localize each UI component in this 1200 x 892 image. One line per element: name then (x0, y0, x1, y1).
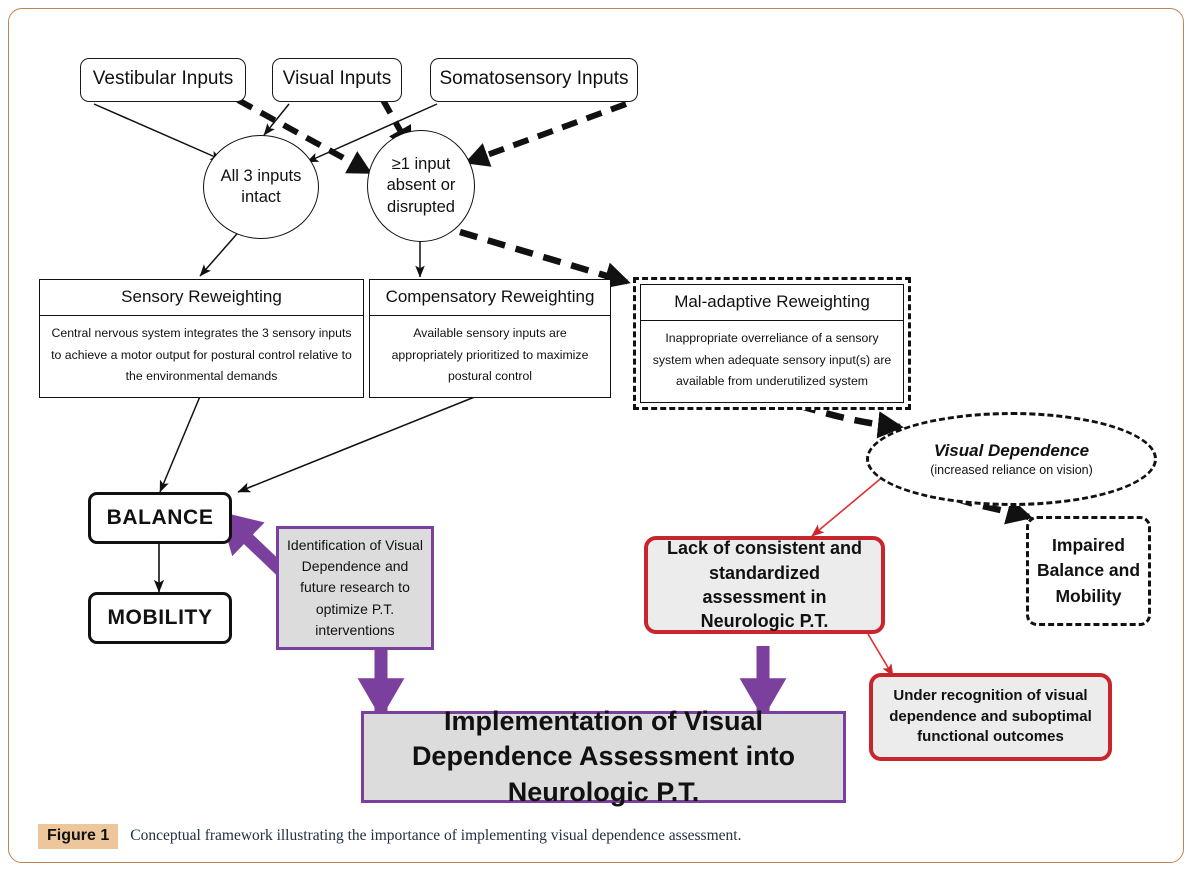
reweighting-box-sensory[interactable]: Sensory Reweighting Central nervous syst… (39, 279, 364, 398)
visual-dependence-subtitle: (increased reliance on vision) (930, 463, 1093, 477)
reweighting-body: Central nervous system integrates the 3 … (39, 315, 364, 398)
problem-label: Lack of consistent and standardized asse… (666, 538, 863, 632)
reweighting-body: Available sensory inputs are appropriate… (369, 315, 611, 398)
reweighting-box-maladaptive[interactable]: Mal-adaptive Reweighting Inappropriate o… (633, 277, 911, 410)
input-label: Somatosensory Inputs (439, 68, 629, 90)
state-ellipse-all-inputs-intact[interactable]: All 3 inputs intact (203, 135, 319, 239)
reweighting-title: Compensatory Reweighting (369, 279, 611, 315)
outcome-box-mobility[interactable]: MOBILITY (88, 592, 232, 644)
outcome-label: Impaired Balance and Mobility (1036, 534, 1141, 606)
figure-number-badge: Figure 1 (38, 824, 119, 849)
solution-main-implementation[interactable]: Implementation of Visual Dependence Asse… (361, 706, 846, 807)
reweighting-box-compensatory[interactable]: Compensatory Reweighting Available senso… (369, 279, 611, 398)
state-ellipse-input-disrupted[interactable]: ≥1 input absent or disrupted (367, 130, 475, 242)
figure-frame-border (8, 8, 1184, 863)
problem-box-lack-of-assessment[interactable]: Lack of consistent and standardized asse… (644, 536, 885, 634)
visual-dependence-title: Visual Dependence (933, 441, 1090, 460)
solution-main-label: Implementation of Visual Dependence Asse… (411, 705, 796, 807)
outcome-box-balance[interactable]: BALANCE (88, 492, 232, 544)
figure-caption-text: Conceptual framework illustrating the im… (130, 827, 742, 844)
figure-caption: Figure 1 Conceptual framework illustrati… (38, 824, 741, 849)
input-box-vestibular[interactable]: Vestibular Inputs (80, 58, 246, 102)
input-label: Vestibular Inputs (92, 68, 234, 90)
problem-label: Under recognition of visual dependence a… (889, 686, 1092, 746)
solution-note-label: Identification of Visual Dependence and … (287, 536, 423, 638)
outcome-label: BALANCE (106, 506, 214, 529)
outcome-label: MOBILITY (107, 606, 213, 629)
reweighting-title: Sensory Reweighting (39, 279, 364, 315)
solution-note-identification[interactable]: Identification of Visual Dependence and … (276, 526, 434, 650)
reweighting-body: Inappropriate overreliance of a sensory … (640, 320, 904, 403)
problem-box-under-recognition[interactable]: Under recognition of visual dependence a… (869, 673, 1112, 761)
input-box-somatosensory[interactable]: Somatosensory Inputs (430, 58, 638, 102)
state-label: All 3 inputs intact (220, 166, 302, 206)
state-label: ≥1 input absent or disrupted (386, 154, 456, 216)
input-label: Visual Inputs (282, 68, 392, 90)
outcome-box-impaired-balance-mobility[interactable]: Impaired Balance and Mobility (1026, 516, 1151, 626)
reweighting-title: Mal-adaptive Reweighting (640, 284, 904, 320)
input-box-visual[interactable]: Visual Inputs (272, 58, 402, 102)
visual-dependence-ellipse[interactable]: Visual Dependence (increased reliance on… (866, 412, 1157, 506)
